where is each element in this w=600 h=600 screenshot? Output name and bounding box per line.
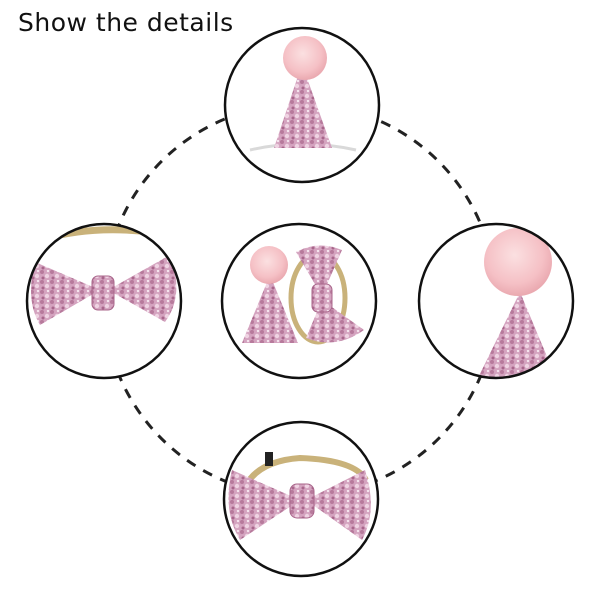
page-title: Show the details bbox=[18, 8, 234, 37]
detail-circle-bow-left bbox=[25, 222, 183, 380]
detail-circle-hat-and-bow-set bbox=[220, 222, 378, 380]
detail-circle-bow-headband-bottom bbox=[222, 420, 380, 578]
detail-circle-party-hat-right bbox=[417, 222, 575, 380]
detail-circle-party-hat-top bbox=[223, 26, 381, 184]
